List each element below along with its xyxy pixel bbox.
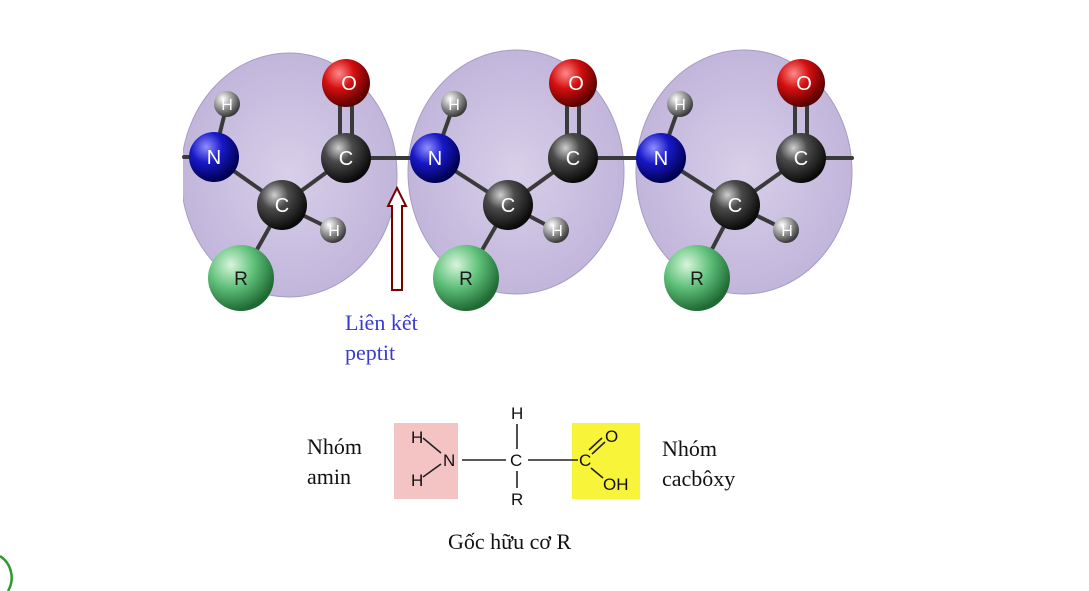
formula-h-alpha: H (511, 404, 523, 423)
carbon-symbol: C (566, 148, 580, 170)
r-group-atom (208, 245, 274, 311)
carbon-symbol: C (794, 148, 808, 170)
hydrogen-atom (441, 91, 467, 117)
carbon-symbol: C (728, 195, 742, 217)
oxygen-atom (322, 59, 370, 107)
oxygen-atom (777, 59, 825, 107)
residue-3-atoms: H N O C C H R (636, 59, 826, 311)
nitrogen-atom (189, 132, 239, 182)
peptide-bond-label: Liên kết peptit (345, 308, 418, 368)
hydrogen-atom (320, 217, 346, 243)
hydrogen-symbol: H (674, 97, 686, 114)
oxygen-symbol: O (341, 73, 357, 95)
nitrogen-symbol: N (207, 147, 221, 169)
nitrogen-atom (410, 133, 460, 183)
oxygen-symbol: O (568, 73, 584, 95)
alpha-carbon-atom (710, 180, 760, 230)
peptide-bond-arrow-icon (386, 185, 408, 291)
formula-h-bottom: H (411, 471, 423, 490)
carbon-symbol: C (275, 195, 289, 217)
carbon-symbol: C (339, 148, 353, 170)
amino-group-highlight (394, 423, 458, 499)
hydrogen-atom (773, 217, 799, 243)
alpha-carbon-atom (483, 180, 533, 230)
formula-n: N (443, 451, 455, 470)
carbon-atom (548, 133, 598, 183)
r-group-label: Gốc hữu cơ R (448, 529, 572, 554)
r-symbol: R (234, 269, 248, 290)
hydrogen-symbol: H (551, 223, 563, 240)
formula-o: O (605, 427, 618, 446)
r-group-atom (433, 245, 499, 311)
hydrogen-atom (214, 91, 240, 117)
carbon-atom (776, 133, 826, 183)
residue-1-atoms: H N O C C H R (189, 59, 371, 311)
amino-group-label-line1: Nhóm (307, 434, 362, 459)
corner-badge-icon (0, 554, 13, 591)
formula-c-carboxyl: C (579, 451, 591, 470)
formula-r: R (511, 490, 523, 509)
hydrogen-symbol: H (448, 97, 460, 114)
hydrogen-symbol: H (781, 223, 793, 240)
nitrogen-symbol: N (428, 148, 442, 170)
r-symbol: R (459, 269, 473, 290)
r-symbol: R (690, 269, 704, 290)
amino-group-label-line2: amin (307, 464, 351, 489)
peptide-bond-label-line1: Liên kết (345, 310, 418, 335)
residue-2-atoms: H N O C C H R (410, 59, 598, 311)
carbon-symbol: C (501, 195, 515, 217)
oxygen-atom (549, 59, 597, 107)
carboxyl-group-highlight (572, 423, 640, 499)
formula-oh: OH (603, 475, 629, 494)
nitrogen-symbol: N (654, 148, 668, 170)
nitrogen-atom (636, 133, 686, 183)
amino-group-label: Nhóm amin (307, 432, 362, 492)
carboxyl-group-label: Nhóm cacbôxy (662, 434, 735, 494)
hydrogen-symbol: H (221, 97, 233, 114)
formula-c-alpha: C (510, 451, 522, 470)
peptide-bond-label-line2: peptit (345, 340, 396, 365)
alpha-carbon-atom (257, 180, 307, 230)
carboxyl-group-label-line1: Nhóm (662, 436, 717, 461)
hydrogen-symbol: H (328, 223, 340, 240)
oxygen-symbol: O (796, 73, 812, 95)
hydrogen-atom (543, 217, 569, 243)
carbon-atom (321, 133, 371, 183)
formula-h-top: H (411, 428, 423, 447)
residue-backgrounds (180, 49, 853, 298)
r-group-atom (664, 245, 730, 311)
carboxyl-group-label-line2: cacbôxy (662, 466, 736, 491)
hydrogen-atom (667, 91, 693, 117)
amino-acid-formula: H H N H C R C O OH (394, 404, 640, 509)
